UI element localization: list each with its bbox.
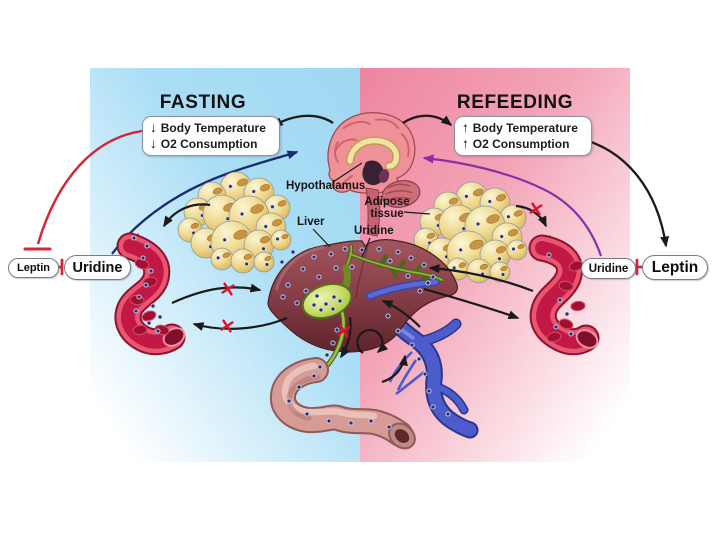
leptin-pill-right: Leptin	[642, 255, 708, 280]
liver-label: Liver	[297, 216, 325, 228]
blood-vessel-left-illustration	[114, 232, 186, 356]
liver-to-vessel-arrow-right	[423, 287, 520, 320]
refeeding-effect-label: Body Temperature	[472, 121, 578, 135]
liver-to-vessel-arrow-left	[192, 316, 288, 331]
bile-to-intestine-arrow	[340, 316, 352, 359]
brain-to-fasting-box-arrow	[271, 114, 334, 128]
refeeding-effect-row: ↑ Body Temperature	[462, 120, 586, 136]
brain-to-refeeding-box-arrow	[402, 114, 453, 126]
uridine-to-hypothalamus-arrow	[111, 150, 299, 255]
fasting-effects-box: ↓ Body Temperature ↓ O2 Consumption	[142, 116, 280, 156]
cerebellum	[381, 180, 421, 208]
fasting-effect-label: O2 Consumption	[160, 137, 258, 151]
fasting-effect-row: ↓ O2 Consumption	[150, 136, 274, 152]
vein-to-liver-up-arrow	[381, 299, 421, 328]
adipose-tissue-right-illustration	[413, 181, 528, 284]
blocked-flux-x-marks	[220, 202, 543, 338]
cerebellum-striations	[385, 183, 413, 201]
label-pointer-lines	[312, 162, 431, 258]
adipose-tissue-label: Adipose tissue	[364, 196, 410, 220]
refeeding-effects-box: ↑ Body Temperature ↑ O2 Consumption	[454, 116, 592, 156]
brain-gyri-lines	[334, 118, 410, 189]
brain-illustration	[327, 112, 421, 237]
adipose-to-vessel-arrow-right	[515, 204, 548, 228]
down-arrow-icon: ↓	[150, 136, 157, 151]
intestine-illustration	[270, 351, 425, 450]
intestine-to-vein-up-arrow	[381, 354, 408, 384]
refeeding-effect-row: ↑ O2 Consumption	[462, 136, 586, 152]
vessel-to-liver-arrow-right	[428, 264, 534, 293]
adipose-to-vessel-arrow-left	[163, 203, 211, 228]
refeeding-title: REFEEDING	[456, 92, 574, 113]
fasting-box-inhibits-leptin-line	[36, 129, 143, 245]
mesenteric-vein-web	[388, 351, 425, 396]
adipose-tissue-left-illustration	[177, 171, 292, 274]
hypothalamus-label: Hypothalamus	[286, 180, 366, 192]
uridine-pill-left: Uridine	[64, 255, 131, 280]
hypothalamus-region	[362, 160, 385, 186]
uridine-molecule-dots	[131, 235, 574, 430]
vessel-to-liver-arrow-left	[171, 283, 262, 305]
up-arrow-icon: ↑	[462, 136, 469, 151]
uridine-right-to-hypothalamus-arrow	[422, 154, 603, 257]
leptin-pill-left: Leptin	[8, 258, 59, 278]
fasting-effect-label: Body Temperature	[160, 121, 266, 135]
fasting-effect-row: ↓ Body Temperature	[150, 120, 274, 136]
up-arrow-icon: ↑	[462, 120, 469, 135]
refeeding-box-to-leptin-arrow	[577, 136, 670, 248]
corpus-callosum	[347, 138, 400, 169]
down-arrow-icon: ↓	[150, 120, 157, 135]
fasting-title: FASTING	[159, 92, 247, 113]
uridine-pill-right: Uridine	[581, 258, 636, 279]
brainstem	[365, 187, 381, 237]
gallbladder	[301, 282, 353, 320]
refeeding-effect-label: O2 Consumption	[472, 137, 570, 151]
uridine-center-label: Uridine	[354, 225, 394, 237]
blood-vessel-right-illustration	[528, 234, 600, 356]
enterohepatic-cycle-arrow	[356, 328, 389, 354]
